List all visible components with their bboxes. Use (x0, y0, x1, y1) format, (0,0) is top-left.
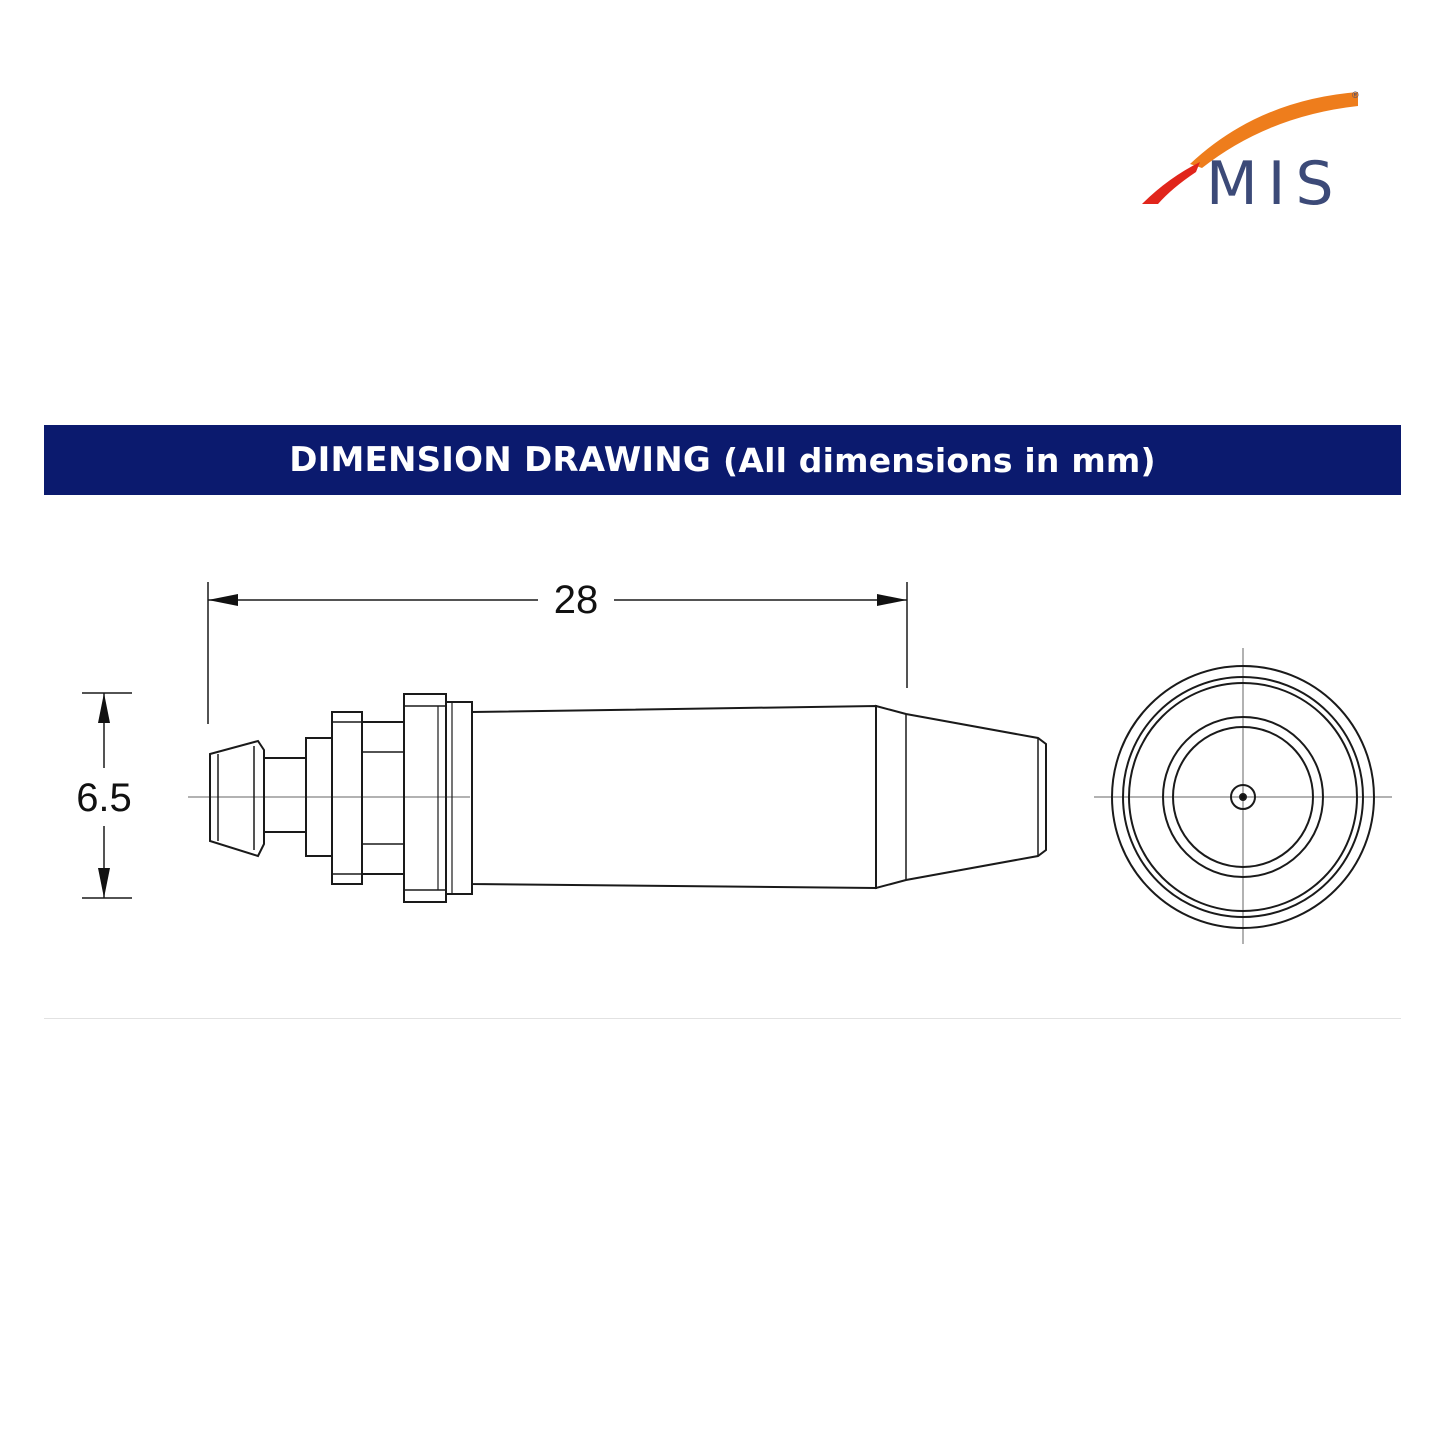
end-view-outer-ring (1111, 665, 1375, 929)
logo-text: MIS (1206, 149, 1344, 212)
washer (445, 701, 473, 895)
length-arrow-right (877, 594, 907, 606)
main-body (471, 704, 877, 890)
collar (361, 721, 405, 875)
neck (263, 757, 307, 833)
banner-title: DIMENSION DRAWING (289, 440, 712, 480)
hex-nut-small (331, 711, 363, 885)
end-view-ring-2 (1122, 676, 1364, 918)
diameter-dimension-label: 6.5 (76, 776, 132, 820)
banner-subtitle: (All dimensions in mm) (723, 440, 1156, 480)
end-view-orifice (1239, 793, 1247, 801)
logo-registered-mark: ® (1352, 90, 1359, 100)
end-view-inner-ring (1162, 716, 1324, 878)
hose-barb (209, 739, 265, 858)
section-divider (44, 1018, 1401, 1019)
dimension-drawing-banner: DIMENSION DRAWING (All dimensions in mm) (44, 425, 1401, 495)
end-view (1094, 648, 1392, 944)
taper-nose (875, 704, 1047, 890)
logo-orange-arc (1190, 92, 1358, 168)
technical-drawing: 28 6.5 (76, 578, 1392, 944)
mis-logo: ® MIS (1142, 90, 1359, 212)
diameter-dimension: 6.5 (76, 692, 132, 899)
length-dimension: 28 (207, 578, 908, 724)
logo-red-swoosh (1142, 162, 1200, 204)
end-view-inner-ring-2 (1172, 726, 1314, 868)
length-dimension-label: 28 (554, 578, 599, 622)
diameter-arrow-bottom (98, 868, 110, 898)
diameter-arrow-top (98, 693, 110, 723)
length-arrow-left (208, 594, 238, 606)
hex-nut-large (403, 693, 447, 903)
end-view-bore (1230, 784, 1256, 810)
side-view (188, 693, 1047, 903)
end-view-ring-3 (1128, 682, 1358, 912)
